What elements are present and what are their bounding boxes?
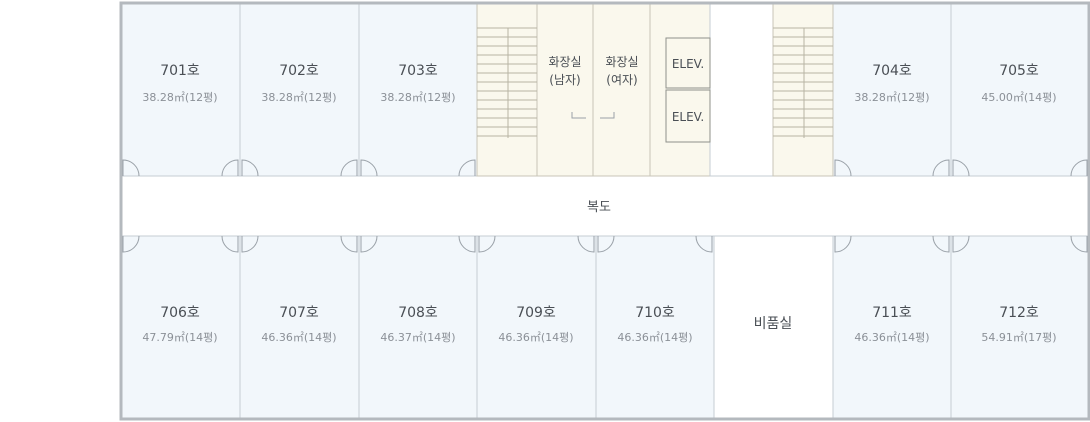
room-707-name: 707호 — [279, 305, 319, 321]
room-703-area: 38.28㎡(12평) — [380, 91, 455, 104]
door-swing — [834, 159, 852, 177]
stairs-right — [773, 27, 833, 138]
room-712[interactable] — [950, 235, 1090, 420]
room-711[interactable] — [832, 235, 952, 420]
room-710-area: 46.36㎡(14평) — [617, 331, 692, 344]
door-swing — [221, 235, 239, 253]
room-701[interactable] — [120, 2, 241, 177]
storage-label: 비품실 — [754, 316, 793, 332]
room-703-name: 703호 — [398, 63, 438, 79]
door-swing — [577, 235, 595, 253]
door-swing — [340, 235, 358, 253]
room-710-name: 710호 — [635, 305, 675, 321]
room-709-area: 46.36㎡(14평) — [498, 331, 573, 344]
door-swing — [952, 235, 970, 253]
room-702-name: 702호 — [279, 63, 319, 79]
room-711-name: 711호 — [872, 305, 912, 321]
door-swing — [458, 159, 476, 177]
room-709-name: 709호 — [516, 305, 556, 321]
room-707[interactable] — [239, 235, 360, 420]
storage-room[interactable] — [713, 235, 834, 420]
door-swings — [122, 159, 1088, 253]
room-706-name: 706호 — [160, 305, 200, 321]
stair-right — [772, 2, 834, 177]
door-swing — [122, 159, 140, 177]
door-swing — [360, 159, 378, 177]
door-swing — [221, 159, 239, 177]
restroom-female-sub: (여자) — [606, 73, 637, 87]
elevator-2 — [665, 89, 711, 143]
room-702-area: 38.28㎡(12평) — [261, 91, 336, 104]
door-swing — [360, 235, 378, 253]
door-swing — [932, 159, 950, 177]
door-swing — [458, 235, 476, 253]
door-swing — [932, 235, 950, 253]
room-711-area: 46.36㎡(14평) — [854, 331, 929, 344]
room-703[interactable] — [358, 2, 478, 177]
door-swing — [834, 235, 852, 253]
elevator-1 — [665, 37, 711, 89]
door-swing — [340, 159, 358, 177]
room-712-name: 712호 — [999, 305, 1039, 321]
restroom-female-label: 화장실 — [605, 55, 638, 69]
room-706-area: 47.79㎡(14평) — [142, 331, 217, 344]
restroom-male-sub: (남자) — [549, 73, 580, 87]
elevator-2-label: ELEV. — [672, 110, 704, 124]
room-712-area: 54.91㎡(17평) — [981, 331, 1056, 344]
door-swing — [952, 159, 970, 177]
elevator-1-label: ELEV. — [672, 57, 704, 71]
room-708-name: 708호 — [398, 305, 438, 321]
stair-left — [476, 2, 538, 177]
room-706[interactable] — [120, 235, 241, 420]
room-701-area: 38.28㎡(12평) — [142, 91, 217, 104]
door-swing — [122, 235, 140, 253]
door-swing — [1070, 235, 1088, 253]
room-704-area: 38.28㎡(12평) — [854, 91, 929, 104]
room-704-name: 704호 — [872, 63, 912, 79]
room-707-area: 46.36㎡(14평) — [261, 331, 336, 344]
building-outline — [119, 1, 1090, 421]
stairs-left — [477, 27, 537, 138]
restroom-entrance — [571, 112, 615, 119]
corridor-label: 복도 — [587, 200, 611, 215]
door-swing — [241, 159, 259, 177]
room-705-name: 705호 — [999, 63, 1039, 79]
room-705[interactable] — [950, 2, 1090, 177]
room-709[interactable] — [476, 235, 597, 420]
room-702[interactable] — [239, 2, 360, 177]
room-708[interactable] — [358, 235, 478, 420]
room-704[interactable] — [832, 2, 952, 177]
restroom-male — [536, 2, 594, 177]
door-swing — [695, 235, 713, 253]
door-swing — [241, 235, 259, 253]
room-710[interactable] — [595, 235, 715, 420]
room-705-area: 45.00㎡(14평) — [981, 91, 1056, 104]
door-swing — [597, 235, 615, 253]
door-swing — [478, 235, 496, 253]
restroom-male-label: 화장실 — [548, 55, 581, 69]
void — [709, 2, 774, 177]
door-swing — [1070, 159, 1088, 177]
restroom-female — [592, 2, 651, 177]
room-701-name: 701호 — [160, 63, 200, 79]
room-708-area: 46.37㎡(14평) — [380, 331, 455, 344]
